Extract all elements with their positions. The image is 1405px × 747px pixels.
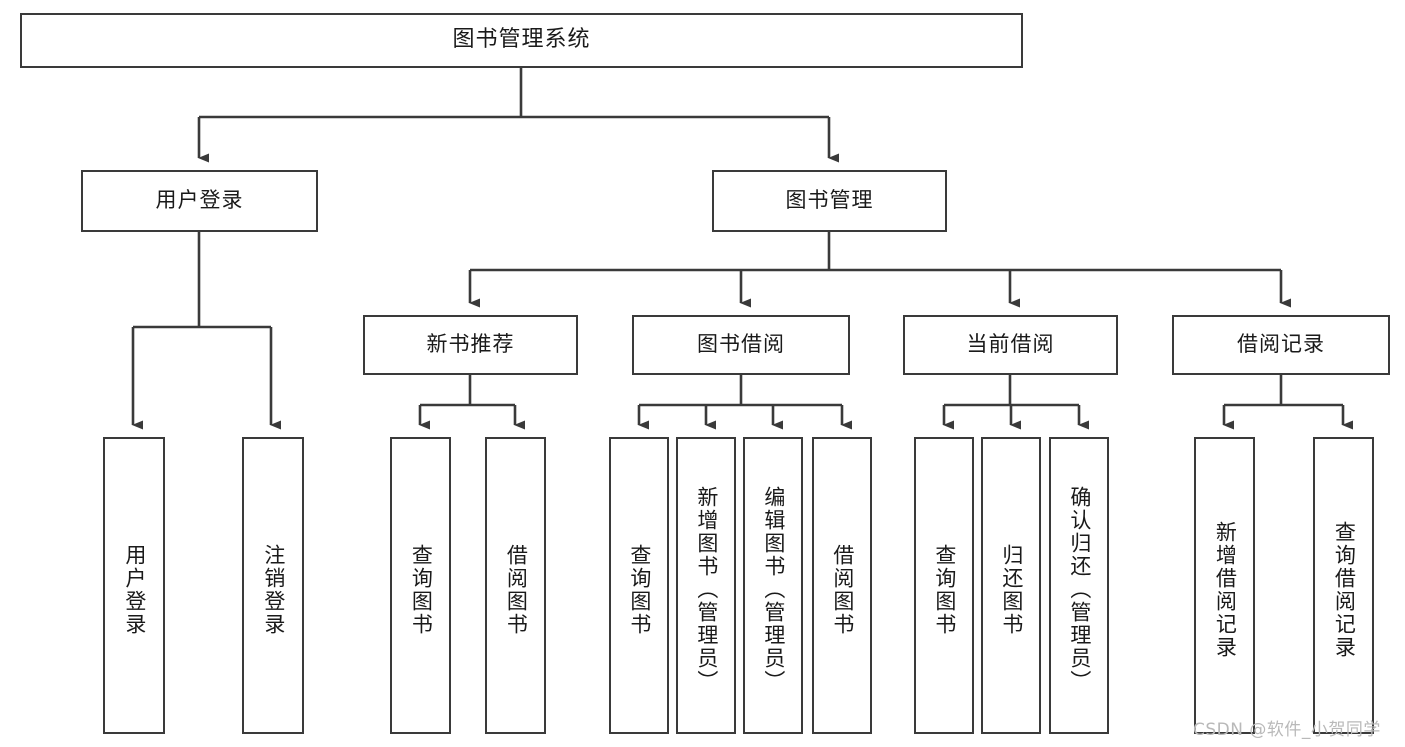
- node-label: 当前借阅: [966, 332, 1055, 357]
- node-user-login[interactable]: 用户登录: [81, 170, 318, 232]
- node-label: 新增借阅记录: [1213, 520, 1238, 659]
- vertical-text-wrap: 用户登录: [105, 447, 163, 732]
- vertical-text-wrap: 借阅图书: [487, 447, 544, 732]
- vertical-text-wrap: 查询借阅记录: [1315, 447, 1372, 732]
- node-label: 借阅图书: [830, 543, 855, 636]
- leaf-return-book[interactable]: 归还图书: [981, 437, 1041, 734]
- leaf-query-book-current[interactable]: 查询图书: [914, 437, 974, 734]
- node-label: 编辑图书（管理员）: [761, 486, 786, 693]
- leaf-query-borrow-record[interactable]: 查询借阅记录: [1313, 437, 1374, 734]
- node-label: 新书推荐: [426, 332, 515, 357]
- node-book-management[interactable]: 图书管理: [712, 170, 947, 232]
- vertical-text-wrap: 查询图书: [392, 447, 449, 732]
- vertical-text-wrap: 确认归还（管理员）: [1051, 447, 1107, 732]
- vertical-text-wrap: 新增借阅记录: [1196, 447, 1253, 732]
- leaf-query-book-recommendation[interactable]: 查询图书: [390, 437, 451, 734]
- leaf-borrow-book-recommendation[interactable]: 借阅图书: [485, 437, 546, 734]
- vertical-text-wrap: 借阅图书: [814, 447, 870, 732]
- node-root-book-management-system[interactable]: 图书管理系统: [20, 13, 1023, 68]
- vertical-text-wrap: 注销登录: [244, 447, 302, 732]
- leaf-edit-book-admin[interactable]: 编辑图书（管理员）: [743, 437, 803, 734]
- vertical-text-wrap: 新增图书（管理员）: [678, 447, 734, 732]
- node-label: 借阅记录: [1237, 332, 1325, 357]
- node-label: 注销登录: [261, 543, 286, 636]
- csdn-watermark: CSDN @软件_小贺同学: [1193, 720, 1381, 740]
- node-new-book-recommendation[interactable]: 新书推荐: [363, 315, 578, 375]
- node-label: 图书管理系统: [452, 27, 591, 53]
- node-label: 新增图书（管理员）: [694, 486, 719, 693]
- node-label: 查询图书: [932, 543, 957, 636]
- node-label: 借阅图书: [504, 543, 529, 636]
- node-label: 图书管理: [785, 188, 874, 213]
- vertical-text-wrap: 查询图书: [611, 447, 667, 732]
- vertical-text-wrap: 归还图书: [983, 447, 1039, 732]
- node-label: 归还图书: [999, 543, 1024, 636]
- node-borrow-records[interactable]: 借阅记录: [1172, 315, 1390, 375]
- leaf-query-book-borrowing[interactable]: 查询图书: [609, 437, 669, 734]
- node-label: 用户登录: [122, 543, 147, 636]
- leaf-add-book-admin[interactable]: 新增图书（管理员）: [676, 437, 736, 734]
- node-label: 查询借阅记录: [1332, 520, 1357, 659]
- node-label: 确认归还（管理员）: [1067, 486, 1092, 693]
- node-label: 查询图书: [627, 543, 652, 636]
- node-current-borrowing[interactable]: 当前借阅: [903, 315, 1118, 375]
- leaf-add-borrow-record[interactable]: 新增借阅记录: [1194, 437, 1255, 734]
- node-label: 查询图书: [409, 543, 434, 636]
- leaf-borrow-book[interactable]: 借阅图书: [812, 437, 872, 734]
- node-book-borrowing[interactable]: 图书借阅: [632, 315, 850, 375]
- leaf-logout[interactable]: 注销登录: [242, 437, 304, 734]
- vertical-text-wrap: 查询图书: [916, 447, 972, 732]
- node-label: 图书借阅: [697, 332, 785, 357]
- leaf-user-login[interactable]: 用户登录: [103, 437, 165, 734]
- vertical-text-wrap: 编辑图书（管理员）: [745, 447, 801, 732]
- leaf-confirm-return-admin[interactable]: 确认归还（管理员）: [1049, 437, 1109, 734]
- node-label: 用户登录: [155, 188, 244, 213]
